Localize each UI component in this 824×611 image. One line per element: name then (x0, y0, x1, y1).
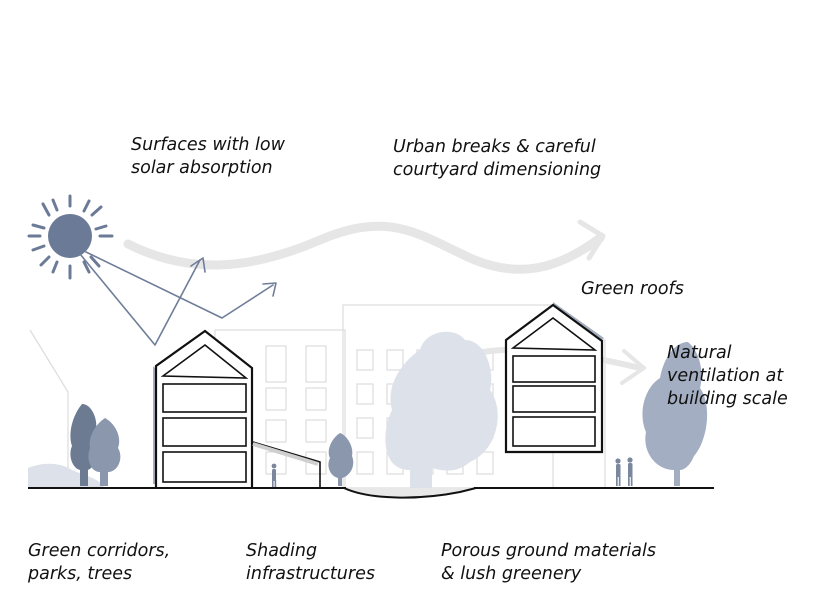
building-left-inner-roof (160, 343, 249, 379)
sun-group (27, 194, 277, 346)
tree-icon (88, 418, 121, 486)
sun-icon (48, 214, 92, 258)
shading-canopy (252, 441, 321, 487)
building-right (504, 302, 604, 454)
building-right-floor-3 (512, 416, 596, 447)
sun-rays (79, 251, 277, 346)
building-left-floor-2 (162, 417, 247, 447)
person-icon (271, 463, 277, 487)
building-left-floor-1 (162, 383, 247, 413)
porous-greenery (385, 331, 498, 490)
label-line: courtyard dimensioning (393, 160, 602, 180)
building-right-floor-1 (512, 355, 596, 383)
sun-ray-reflect-1 (79, 253, 201, 346)
porous-ground-dip (343, 487, 477, 499)
label-line: ventilation at (667, 366, 784, 386)
label-porous-ground: Porous ground materials & lush greenery (441, 540, 656, 586)
building-left (153, 329, 254, 487)
label-line: Porous ground materials (441, 541, 656, 561)
shading-infrastructure (252, 433, 354, 487)
tree-icon (642, 342, 708, 486)
sun-ray-arrow-1-icon (190, 257, 206, 273)
sun-ray-reflect-2 (85, 251, 274, 319)
label-line: Shading (246, 541, 318, 561)
background-building-left-roof (29, 329, 69, 470)
wind-arrow-icon (123, 221, 605, 274)
label-urban-breaks: Urban breaks & careful courtyard dimensi… (393, 136, 601, 182)
label-green-roofs: Green roofs (581, 278, 684, 301)
sun-spikes (27, 194, 114, 280)
tree-icon (385, 331, 498, 490)
label-line: Natural (667, 343, 732, 363)
building-right-outline (504, 303, 604, 454)
person-icon (627, 457, 633, 486)
shading-canopy-shadow (252, 442, 319, 466)
ventilation-wind-arrow-head-icon (620, 349, 646, 385)
label-line: parks, trees (28, 564, 133, 584)
label-line: Urban breaks & careful (393, 137, 596, 157)
label-line: Green corridors, (28, 541, 171, 561)
sun-ray-arrow-2-icon (262, 282, 277, 297)
label-line: & lush greenery (441, 564, 582, 584)
ground (28, 487, 714, 499)
wind-arrow-head-icon (577, 219, 606, 261)
green-corridors (28, 404, 121, 487)
label-line: building scale (667, 389, 788, 409)
person-icon (615, 458, 621, 486)
building-right-floor-2 (512, 385, 596, 413)
building-left-outline (154, 329, 254, 487)
building-right-inner-roof (510, 316, 598, 351)
label-line: solar absorption (131, 158, 273, 178)
label-line: Surfaces with low (131, 135, 285, 155)
label-line: Green roofs (581, 279, 684, 299)
ventilation-greenery (615, 342, 708, 486)
tree-icon (328, 433, 354, 486)
label-solar-absorption: Surfaces with low solar absorption (131, 134, 285, 180)
label-shading: Shading infrastructures (246, 540, 375, 586)
label-natural-ventilation: Natural ventilation at building scale (667, 342, 788, 411)
building-left-floor-3 (162, 451, 247, 483)
label-green-corridors: Green corridors, parks, trees (28, 540, 170, 586)
label-line: infrastructures (246, 564, 375, 584)
